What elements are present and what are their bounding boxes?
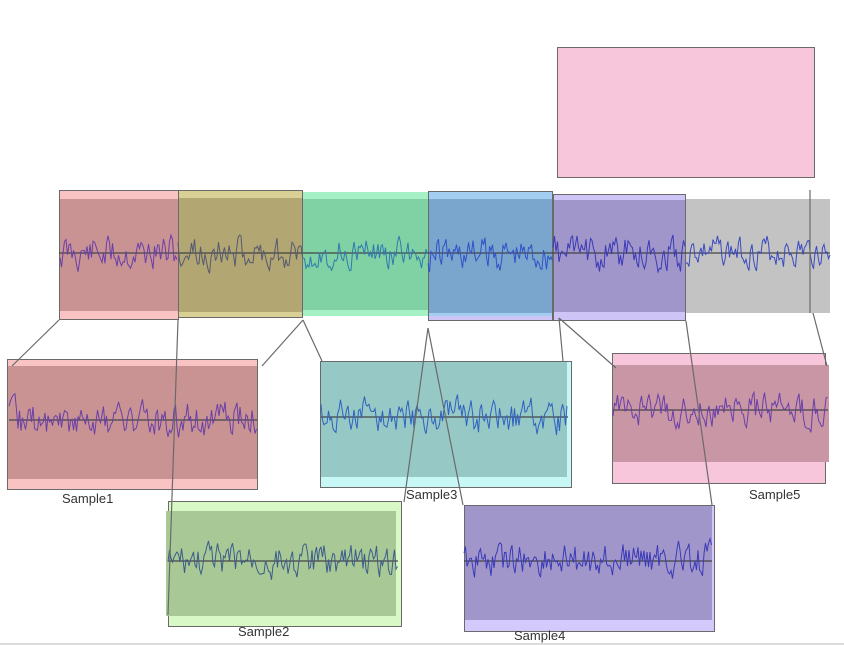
bottom-divider <box>0 643 844 645</box>
title-box <box>557 47 815 178</box>
connector-lines <box>11 190 828 616</box>
sample-2-label: Sample2 <box>238 624 290 639</box>
sample-3-box[interactable] <box>320 361 572 488</box>
sample-4-label: Sample4 <box>514 628 566 643</box>
strip-segment-1[interactable] <box>59 190 179 320</box>
baselines <box>9 252 830 562</box>
strip-segment-4[interactable] <box>428 191 553 321</box>
sample-5-box[interactable] <box>612 353 829 484</box>
sample-1-label: Sample1 <box>62 491 114 506</box>
strip-segment-5[interactable] <box>553 194 686 321</box>
strip-segment-3[interactable] <box>303 192 428 316</box>
sample-5-label: Sample5 <box>749 487 801 502</box>
sample-3-label: Sample3 <box>406 487 458 502</box>
sample-2-box[interactable] <box>166 501 402 627</box>
